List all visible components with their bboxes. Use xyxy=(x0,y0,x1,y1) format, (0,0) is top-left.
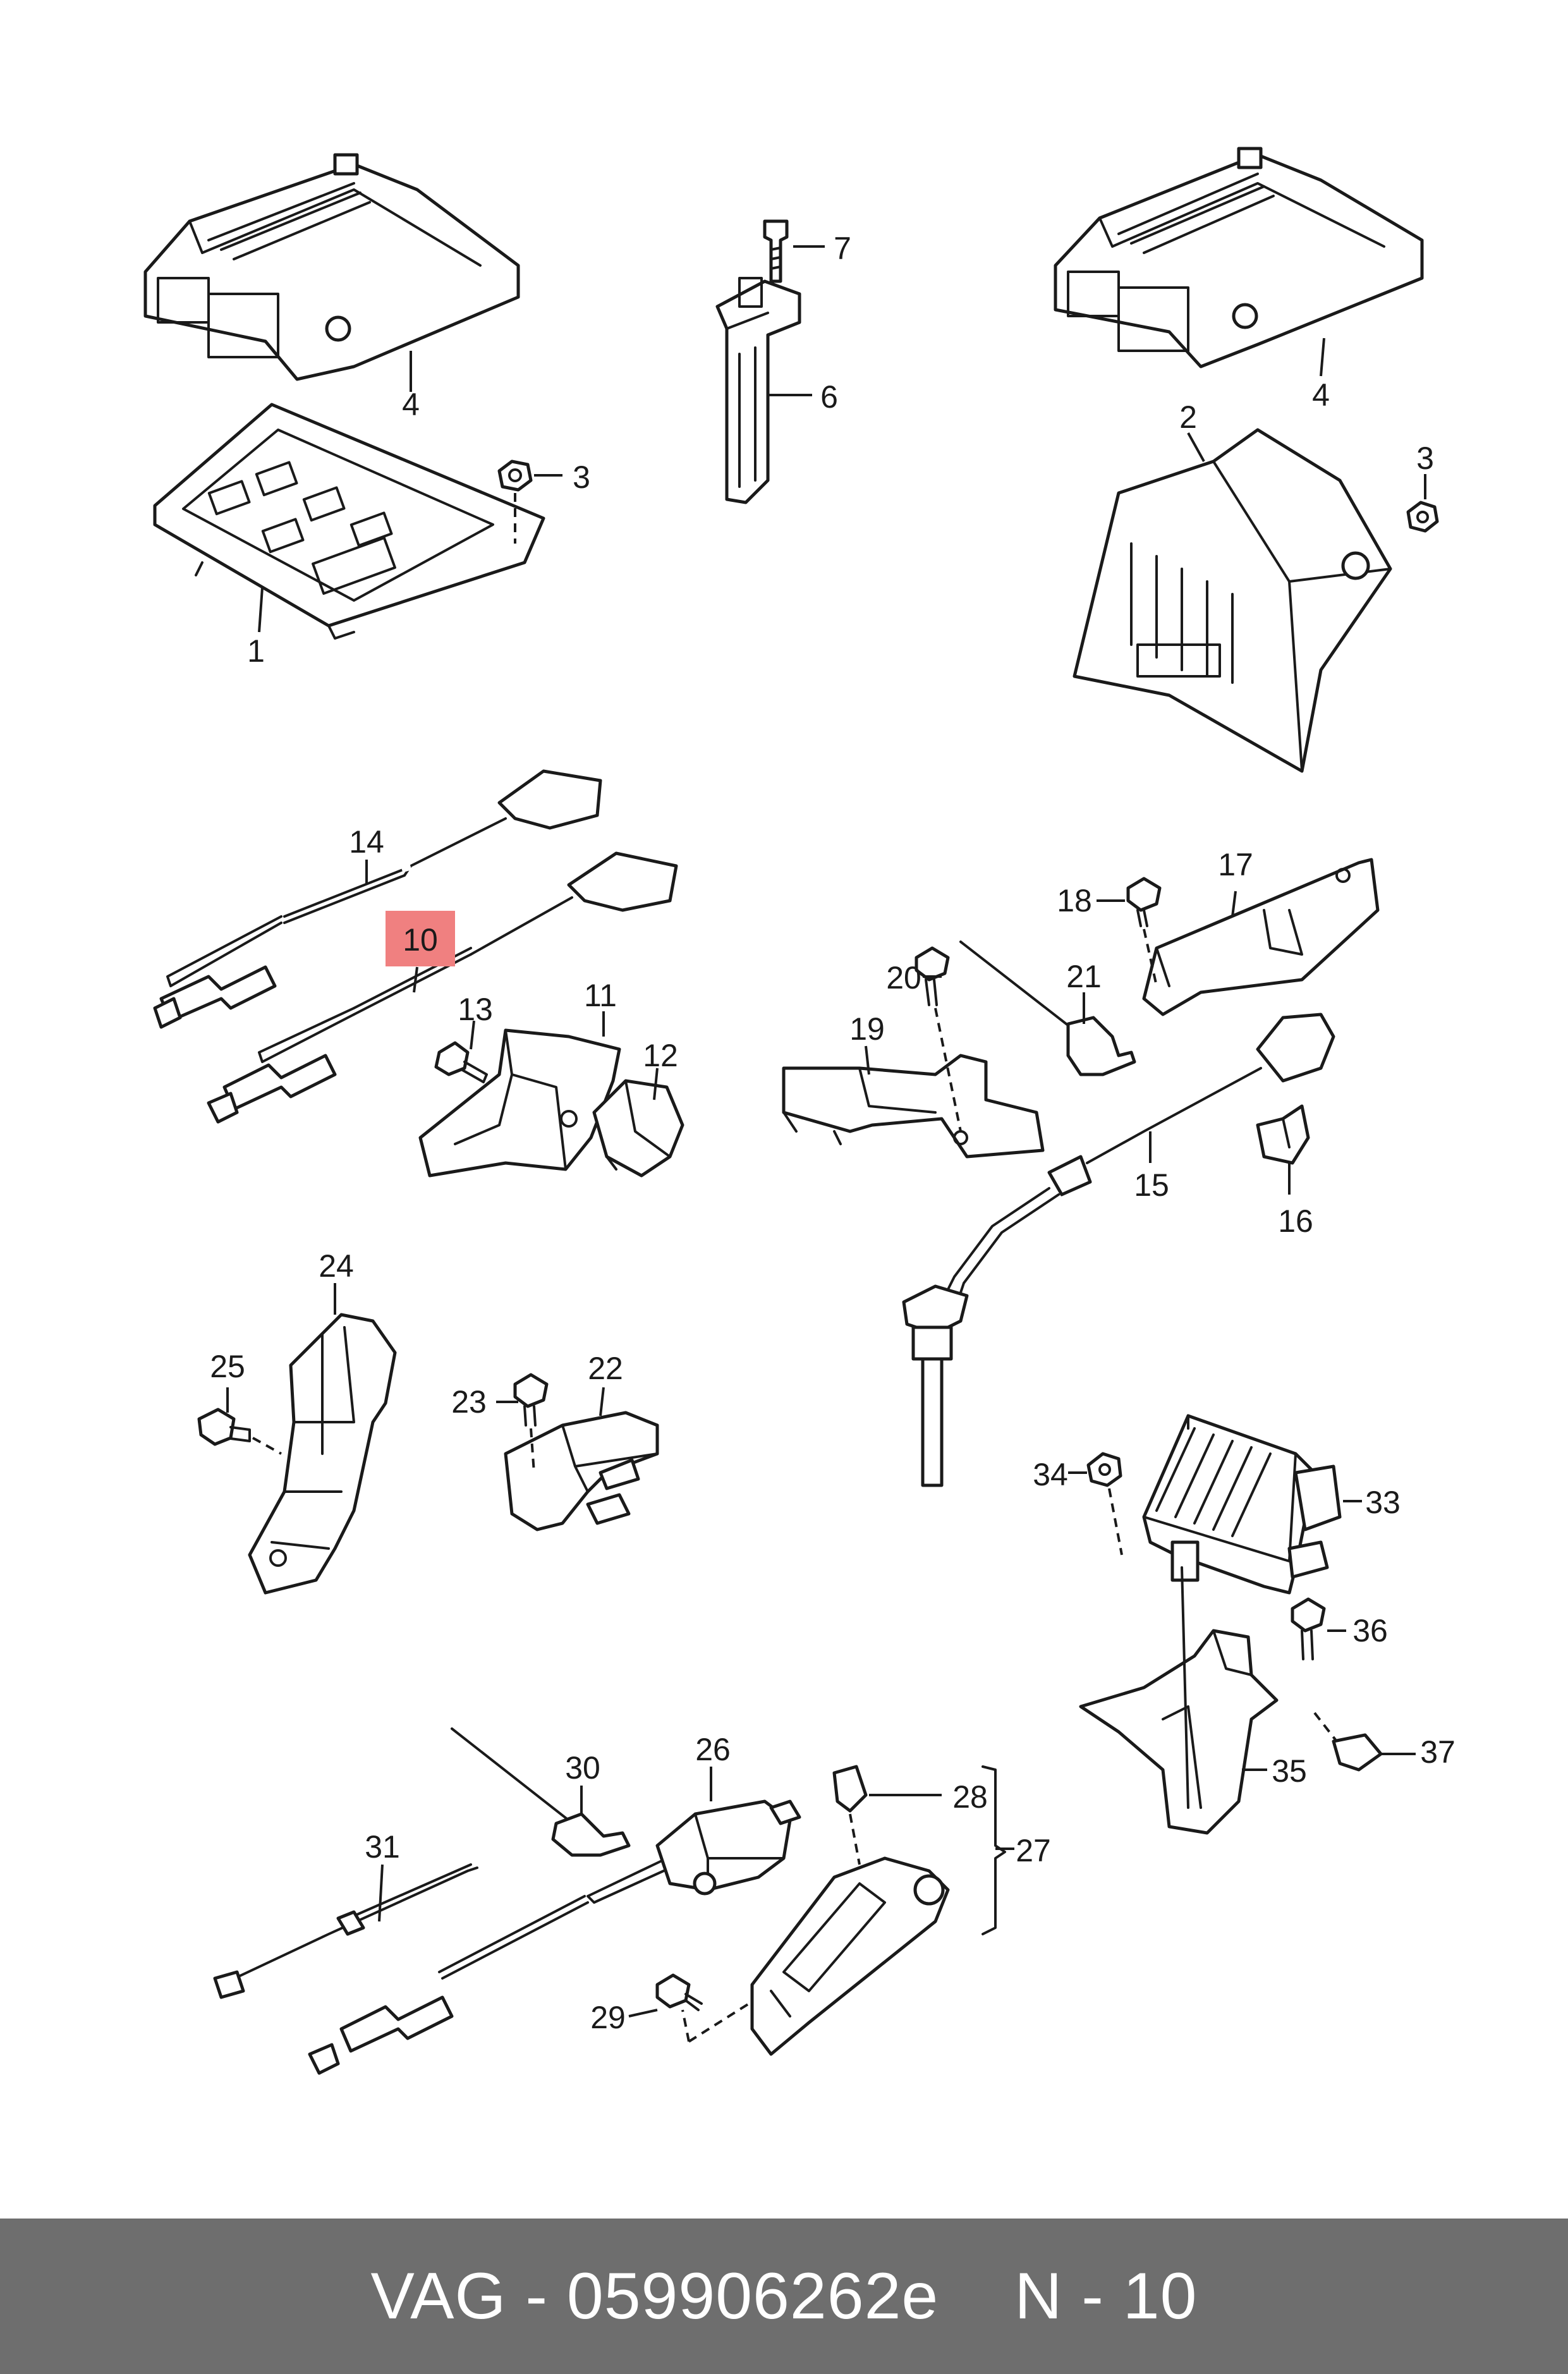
part-25-bolt xyxy=(197,1408,282,1455)
footer-bar: VAG - 059906262e N - 10 xyxy=(0,2219,1568,2374)
footer-position: N - 10 xyxy=(1014,2259,1198,2333)
callout-16: 16 xyxy=(1278,1203,1313,1239)
callout-33: 33 xyxy=(1365,1485,1401,1520)
diagram-drawing xyxy=(143,147,1439,2075)
part-29-screw xyxy=(655,1973,750,2043)
part-3-nut-left xyxy=(497,460,533,544)
callout-27: 27 xyxy=(1016,1833,1051,1868)
callout-30: 30 xyxy=(565,1750,600,1786)
part-21-cable-tie xyxy=(959,940,1136,1076)
footer-part-number: VAG - 059906262e xyxy=(370,2259,939,2333)
callout-34: 34 xyxy=(1033,1457,1068,1492)
callout-10: 10 xyxy=(403,922,438,958)
parts-diagram: 1 2 3 3 4 4 6 7 10 11 12 13 14 15 16 17 … xyxy=(143,147,1456,2075)
part-28-clip xyxy=(832,1765,868,1865)
callout-14: 14 xyxy=(349,824,384,860)
callout-24: 24 xyxy=(319,1248,354,1284)
part-34-nut xyxy=(1086,1452,1123,1555)
part-11-bracket xyxy=(418,1028,621,1178)
callout-35: 35 xyxy=(1272,1753,1307,1789)
callout-37: 37 xyxy=(1420,1734,1456,1770)
part-33-control-unit xyxy=(1142,1414,1342,1595)
callout-23: 23 xyxy=(451,1384,487,1420)
part-35-bracket xyxy=(1079,1566,1279,1835)
highlight-box-10 xyxy=(386,911,455,966)
callout-15: 15 xyxy=(1134,1167,1169,1203)
callout-4-left: 4 xyxy=(402,387,420,422)
callout-3-right: 3 xyxy=(1416,441,1434,476)
callout-13: 13 xyxy=(458,992,493,1027)
part-12-clip xyxy=(592,1079,684,1178)
part-16-clip xyxy=(1256,1104,1310,1165)
part-1-mounting-bracket xyxy=(153,403,545,640)
part-13-screw xyxy=(434,1041,488,1083)
part-4-engine-control-unit-left xyxy=(143,153,520,381)
part-23-screw xyxy=(513,1373,549,1473)
part-10-lambda-sensor xyxy=(207,851,678,1124)
part-4-engine-control-unit-right xyxy=(1054,147,1424,368)
part-27-bracket-assembly xyxy=(750,1765,1006,2056)
callout-12: 12 xyxy=(643,1038,678,1073)
callout-11: 11 xyxy=(584,978,617,1013)
callout-22: 22 xyxy=(588,1351,623,1386)
callout-18: 18 xyxy=(1057,883,1092,918)
callout-31: 31 xyxy=(365,1829,400,1865)
callout-20: 20 xyxy=(886,960,921,995)
part-31-cable-tie xyxy=(213,1863,478,1999)
part-26-sensor-module xyxy=(655,1799,801,1896)
part-19-bracket xyxy=(782,1054,1045,1159)
part-7-screw xyxy=(763,219,789,283)
callout-28: 28 xyxy=(952,1779,988,1815)
callout-2: 2 xyxy=(1179,399,1197,435)
callout-26: 26 xyxy=(695,1732,731,1767)
callout-4-right: 4 xyxy=(1312,377,1330,413)
part-2-cover xyxy=(1073,428,1392,773)
part-30-cable-tie xyxy=(451,1727,631,1857)
part-20-screw xyxy=(915,946,962,1132)
part-22-pressure-sensor xyxy=(504,1411,659,1531)
callout-36: 36 xyxy=(1352,1613,1388,1648)
part-24-bracket xyxy=(248,1313,397,1595)
part-14-lambda-sensor xyxy=(153,769,602,1029)
part-17-bracket xyxy=(1142,858,1380,1016)
leader-lines xyxy=(226,245,1426,2018)
callout-6: 6 xyxy=(820,379,838,415)
callout-19: 19 xyxy=(849,1011,885,1047)
callout-29: 29 xyxy=(590,2000,626,2035)
part-6-sensor xyxy=(715,277,801,504)
part-18-screw xyxy=(1126,877,1162,987)
part-26-cable xyxy=(308,1860,665,2075)
callout-7: 7 xyxy=(834,231,851,266)
part-15-exhaust-temperature-sensor xyxy=(902,1013,1335,1487)
part-3-nut-right xyxy=(1406,501,1439,533)
callout-1: 1 xyxy=(247,633,265,669)
part-37-clip xyxy=(1313,1712,1383,1772)
callout-21: 21 xyxy=(1066,959,1102,994)
callout-25: 25 xyxy=(210,1349,245,1384)
part-36-screw xyxy=(1291,1597,1326,1660)
callout-3-left: 3 xyxy=(573,460,590,495)
callout-17: 17 xyxy=(1218,847,1253,882)
